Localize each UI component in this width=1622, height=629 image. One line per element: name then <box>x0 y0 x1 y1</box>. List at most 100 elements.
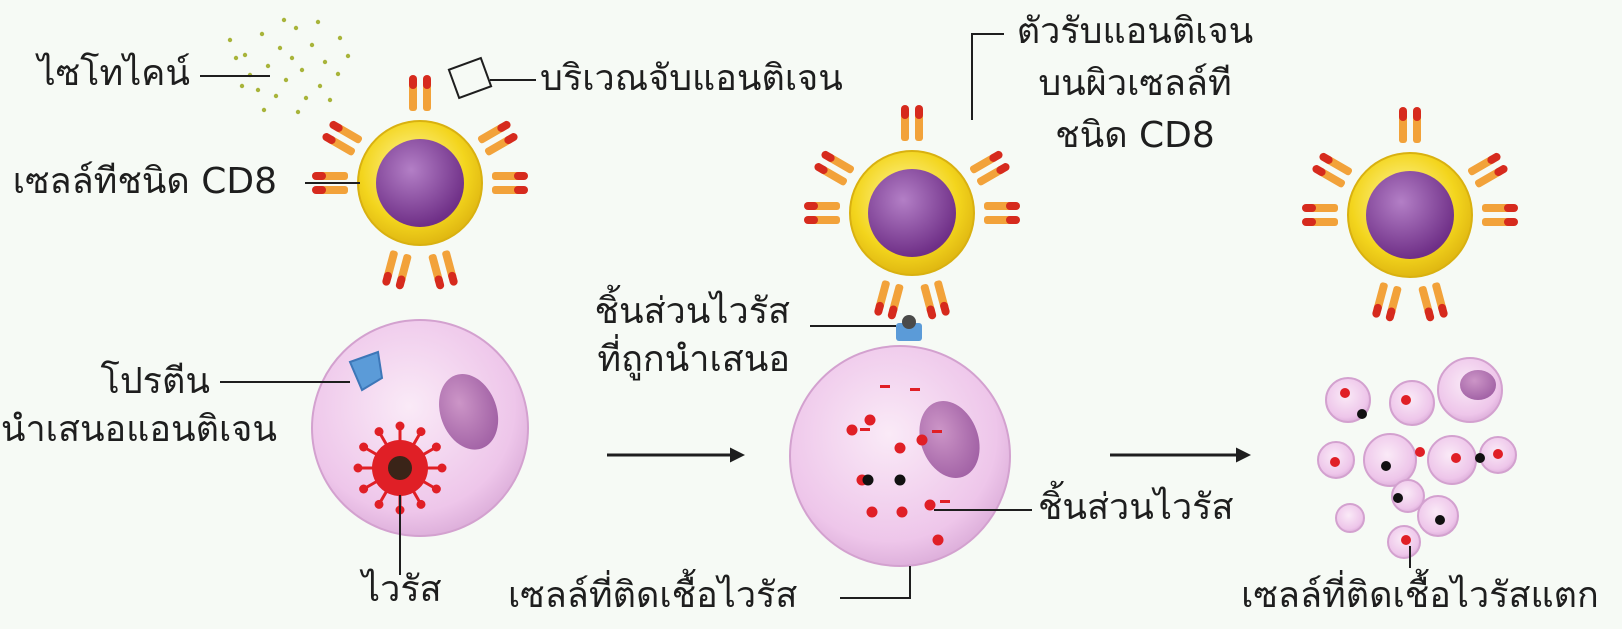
virus-fragment-dash <box>940 500 950 503</box>
cytokine-dot <box>274 94 278 98</box>
infected-cell-panel2 <box>790 315 1010 566</box>
receptor <box>1399 107 1421 143</box>
virus-fragment-dot <box>1340 388 1350 398</box>
receptor <box>321 119 363 156</box>
cd8-receptor-label-line1: ตัวรับแอนติเจน <box>1010 10 1260 54</box>
cytokine-dot <box>228 38 232 42</box>
receptor <box>381 250 412 290</box>
virus-fragment-dash <box>932 430 942 433</box>
cytokine-dot <box>318 84 322 88</box>
presented-fragment-label-line2: ที่ถูกนำเสนอ <box>597 338 790 382</box>
receptor <box>1371 282 1402 322</box>
infected-cell-panel1 <box>312 320 528 536</box>
cytokine-dot <box>304 96 308 100</box>
burst-cell-fragments <box>1318 358 1516 558</box>
cytokine-cloud <box>228 18 350 114</box>
virus-fragment-dot <box>1401 395 1411 405</box>
virus-fragment-dot <box>1451 453 1461 463</box>
cytokine-dot <box>290 56 294 60</box>
receptor <box>1467 151 1509 188</box>
receptor <box>1311 151 1353 188</box>
receptor <box>1418 282 1449 322</box>
virus-fragment-dot <box>917 435 928 446</box>
receptor <box>428 250 459 290</box>
receptor <box>477 119 519 156</box>
receptor <box>920 280 951 320</box>
cell-fragment <box>1336 504 1364 532</box>
cytokine-dot <box>260 32 264 36</box>
virus-fragment-dot <box>1401 535 1411 545</box>
cytokine-dot <box>240 84 244 88</box>
cell-fragment <box>1364 434 1416 486</box>
infected-cell-label: เซลล์ที่ติดเชื้อไวรัส <box>508 574 797 618</box>
cytokine-dot <box>338 36 342 40</box>
cytokine-dot <box>284 78 288 82</box>
virus-fragment-dot <box>1493 449 1503 459</box>
receptor <box>984 202 1020 224</box>
receptor <box>492 172 528 194</box>
cell-fragment-nucleus <box>1460 370 1496 400</box>
virus-fragment-dot <box>895 443 906 454</box>
cytokine-dot <box>300 68 304 72</box>
virus-fragment-dot <box>897 507 908 518</box>
virus-core-dot <box>1475 453 1485 463</box>
cytokine-dot <box>282 18 286 22</box>
virus-label: ไวรัส <box>362 568 442 612</box>
infected-cell-burst-label: เซลล์ที่ติดเชื้อไวรัสแตก <box>1230 574 1610 618</box>
presented-fragment-dot <box>902 315 916 329</box>
cytokine-dot <box>234 56 238 60</box>
antigen-binding-site-label: บริเวณจับแอนติเจน <box>540 57 843 101</box>
cytokine-dot <box>316 20 320 24</box>
virus-fragment-dash <box>860 428 870 431</box>
antigen-binding-site-box <box>449 58 491 98</box>
virus-fragment-dot <box>1415 447 1425 457</box>
virus-fragment-label: ชิ้นส่วนไวรัส <box>1038 486 1233 530</box>
virus-fragment-dash <box>880 385 890 388</box>
cytokine-dot <box>243 53 247 57</box>
cytokine-dot <box>262 108 266 112</box>
cell-fragment <box>1390 381 1434 425</box>
virus-fragment-dot <box>933 535 944 546</box>
infected-cell-leader <box>840 566 910 598</box>
cytokine-dot <box>294 26 298 30</box>
cytokine-dot <box>346 54 350 58</box>
t-cell-cd8-panel3 <box>1302 107 1518 322</box>
t-cell-nucleus <box>1366 171 1454 259</box>
receptor <box>804 202 840 224</box>
cytokine-dot <box>296 110 300 114</box>
virus-core-dot <box>863 475 874 486</box>
receptor <box>969 149 1011 186</box>
cd8-receptor-label-line3: ชนิด CD8 <box>1010 114 1260 158</box>
virus-core-dot <box>895 475 906 486</box>
cd8-receptor-leader <box>972 34 1004 120</box>
cd8-receptor-label-line2: บนผิวเซลล์ที <box>1010 62 1260 106</box>
cytokine-dot <box>256 88 260 92</box>
cytokine-dot <box>278 46 282 50</box>
virus-fragment-dot <box>847 425 858 436</box>
receptor <box>813 149 855 186</box>
cytokine-label: ไซโทไคน์ <box>38 52 190 96</box>
t-cell-nucleus <box>376 139 464 227</box>
receptor <box>1302 204 1338 226</box>
t-cell-cd8-panel2 <box>804 105 1020 320</box>
cytokine-dot <box>328 98 332 102</box>
virus-core-dot <box>1357 409 1367 419</box>
cytokine-dot <box>266 64 270 68</box>
virus-fragment-dot <box>1330 457 1340 467</box>
cytokine-dot <box>323 60 327 64</box>
receptor <box>409 75 431 111</box>
virus-fragment-dash <box>910 388 920 391</box>
cytokine-dot <box>310 43 314 47</box>
virus-core-dot <box>1381 461 1391 471</box>
antigen-presenting-protein-label-line2: นำเสนอแอนติเจน <box>1 408 277 452</box>
antigen-presenting-protein-label-line1: โปรตีน <box>100 360 210 404</box>
receptor <box>901 105 923 141</box>
receptor <box>1482 204 1518 226</box>
t-cell-nucleus <box>868 169 956 257</box>
cd8-cell-label: เซลล์ทีชนิด CD8 <box>13 160 277 204</box>
virus-core-dot <box>1435 515 1445 525</box>
virus-fragment-dot <box>867 507 878 518</box>
receptor <box>873 280 904 320</box>
cytokine-dot <box>336 72 340 76</box>
